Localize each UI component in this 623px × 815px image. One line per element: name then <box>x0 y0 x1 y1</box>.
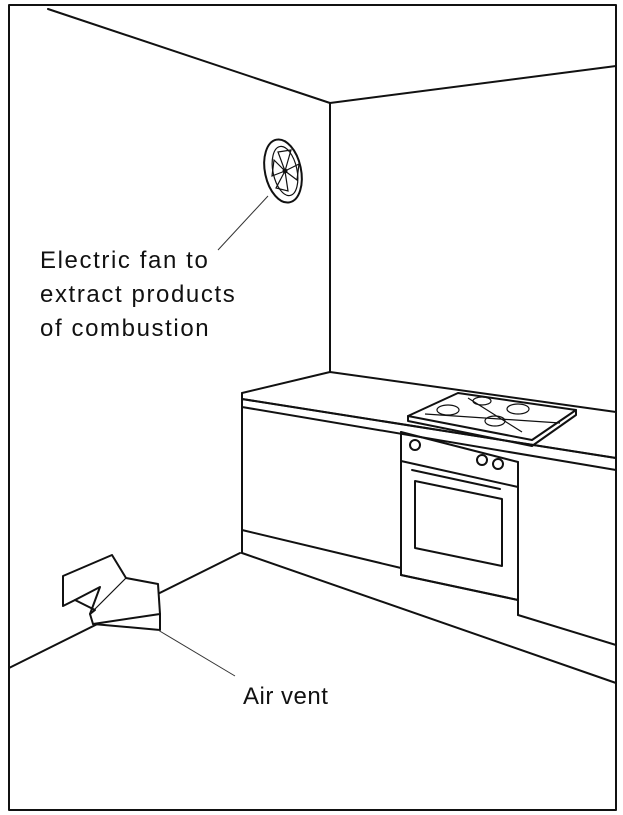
gas-hob-icon <box>407 392 577 447</box>
oven-icon <box>400 431 519 601</box>
fan-label-line-3: of combustion <box>40 315 210 342</box>
fan-label-line-1: Electric fan to <box>40 247 209 274</box>
extractor-fan-icon <box>263 138 303 204</box>
air-vent-icon <box>62 554 161 631</box>
fan-label-line-2: extract products <box>40 281 236 308</box>
fan-leader-line <box>217 195 269 251</box>
air-vent-leader-line <box>157 629 236 677</box>
air-vent-label: Air vent <box>243 683 328 710</box>
diagram-frame <box>8 4 617 811</box>
